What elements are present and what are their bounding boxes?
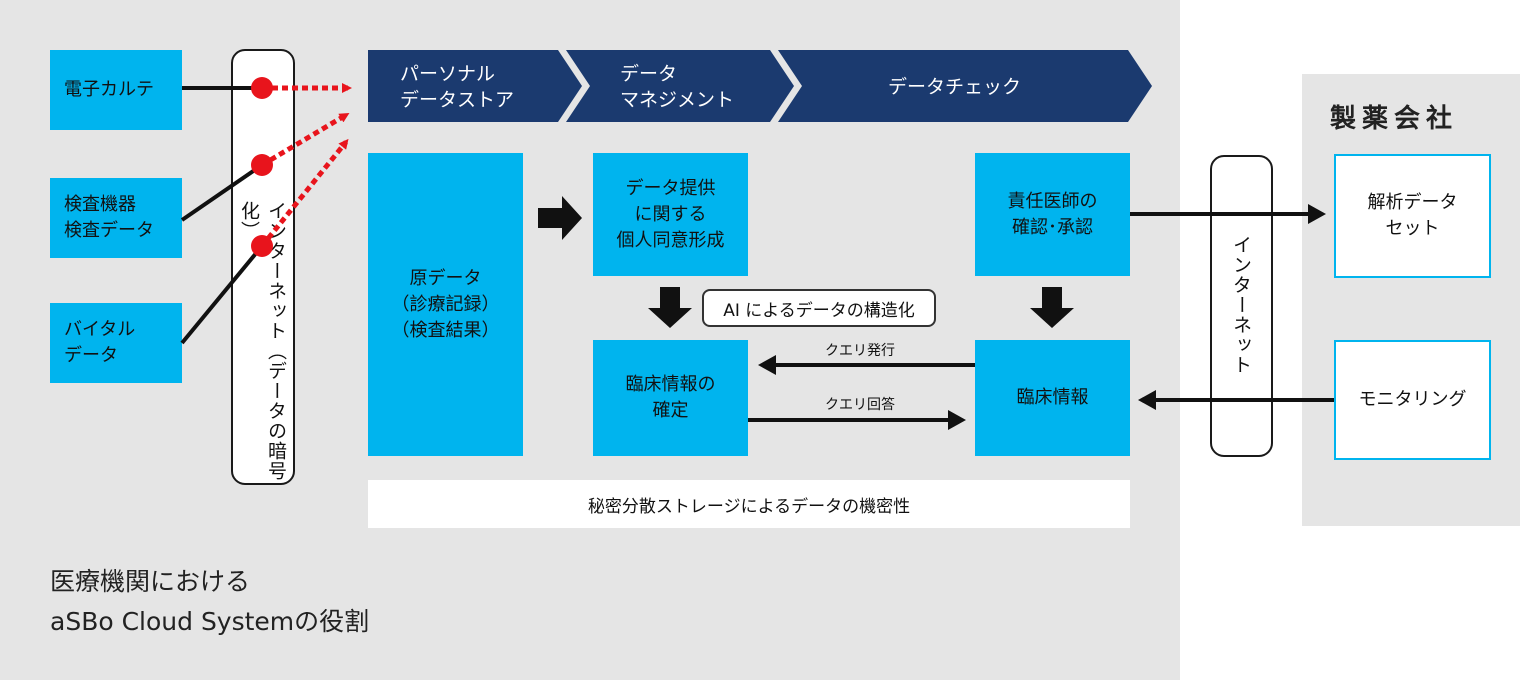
- clinical-info-box: 臨床情報: [975, 340, 1130, 456]
- block-arrow-right: [538, 196, 582, 240]
- chevron-1-line1: パーソナル: [400, 63, 495, 85]
- vital-connector: [180, 244, 264, 345]
- pharma-title: 製薬会社: [1330, 104, 1459, 134]
- chevron-data-management: [566, 50, 794, 122]
- query-answer-label: クエリ回答: [825, 397, 895, 413]
- red-arrow-3: [260, 138, 349, 248]
- block-arrow-down-right: [1030, 287, 1074, 328]
- source-lab-data: 検査機器 検査データ: [50, 178, 182, 258]
- chevron-2-line1: データ: [620, 63, 677, 85]
- monitoring-to-clinical-head: [1138, 390, 1156, 410]
- doctor-approval-box: 責任医師の 確認･承認: [975, 153, 1130, 276]
- source-ehr: 電子カルテ: [50, 50, 182, 130]
- query-issue-head: [758, 355, 776, 375]
- red-arrow-2: [260, 112, 350, 168]
- approval-to-dataset-head: [1308, 204, 1326, 224]
- lab-connector: [180, 163, 264, 222]
- encrypted-internet-pill: インターネット（データの暗号化）: [231, 49, 295, 485]
- clinical-confirm-box: 臨床情報の 確定: [593, 340, 748, 456]
- source-vital-data: バイタル データ: [50, 303, 182, 383]
- ai-structuring-label: AI によるデータの構造化: [702, 289, 936, 327]
- query-answer-head: [948, 410, 966, 430]
- internet-pill: インターネット: [1210, 155, 1273, 457]
- red-dot-2: [251, 154, 273, 176]
- diagram-caption: 医療機関における aSBo Cloud Systemの役割: [50, 567, 370, 636]
- internet-label: インターネット: [1230, 235, 1252, 375]
- chevron-2-line2: マネジメント: [620, 89, 734, 111]
- chevron-data-check: [778, 50, 1152, 122]
- query-issue-label: クエリ発行: [825, 343, 895, 359]
- chevron-3-line1: データチェック: [888, 76, 1021, 98]
- raw-data-box: 原データ （診療記録） （検査結果）: [368, 153, 523, 456]
- chevron-1-line2: データストア: [400, 89, 514, 111]
- consent-box: データ提供 に関する 個人同意形成: [593, 153, 748, 276]
- chevron-personal-data-store: [368, 50, 582, 122]
- dataset-box: 解析データ セット: [1334, 154, 1491, 278]
- secure-storage-band: 秘密分散ストレージによるデータの機密性: [368, 480, 1130, 528]
- encrypted-internet-label: インターネット（データの暗号化）: [238, 201, 287, 481]
- monitoring-box: モニタリング: [1334, 340, 1491, 460]
- block-arrow-down-left: [648, 287, 692, 328]
- red-dot-1: [251, 77, 273, 99]
- red-dot-3: [251, 235, 273, 257]
